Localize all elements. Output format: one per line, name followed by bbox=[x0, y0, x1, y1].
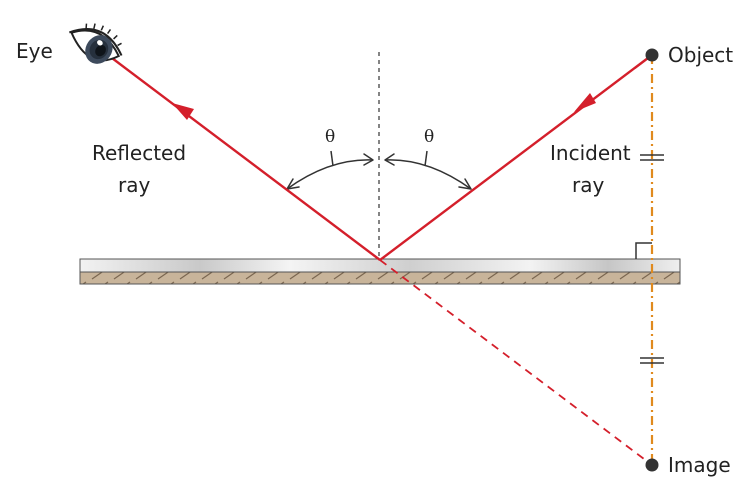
incident-arrowhead bbox=[574, 93, 596, 112]
reflected-arrowhead bbox=[172, 103, 194, 120]
theta-right-label: θ bbox=[424, 127, 434, 147]
mirror bbox=[79, 258, 681, 285]
object-label: Object bbox=[668, 43, 733, 67]
image-point bbox=[645, 458, 659, 472]
incident-label-line1: Incident bbox=[550, 141, 631, 165]
theta-left-label: θ bbox=[325, 127, 335, 147]
reflected-label-line1: Reflected bbox=[92, 141, 186, 165]
virtual-ray bbox=[379, 259, 653, 466]
incident-ray bbox=[379, 54, 653, 261]
right-angle-marker bbox=[635, 242, 652, 259]
eye-label: Eye bbox=[16, 39, 53, 63]
incident-label-line2: ray bbox=[572, 173, 604, 197]
eye-icon bbox=[69, 23, 123, 64]
reflected-ray bbox=[103, 51, 381, 261]
equal-distance-marks bbox=[640, 154, 664, 364]
object-point bbox=[645, 48, 659, 62]
reflected-label-line2: ray bbox=[118, 173, 150, 197]
image-label: Image bbox=[668, 453, 731, 477]
angle-arcs bbox=[286, 150, 472, 190]
mirror-backing bbox=[79, 271, 681, 285]
